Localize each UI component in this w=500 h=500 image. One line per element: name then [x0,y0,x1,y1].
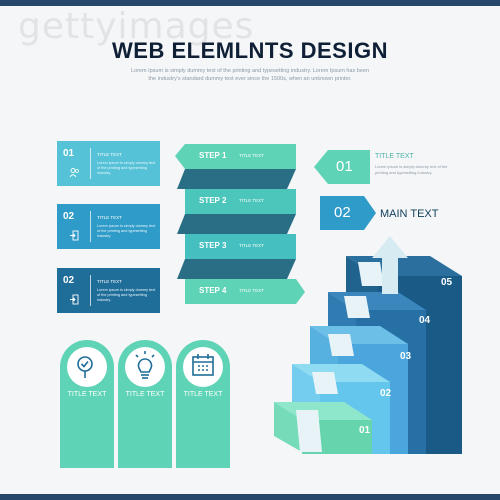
stair-number-3: 03 [400,351,412,362]
step-1-label: STEP 1 [199,151,227,160]
step-3-label: STEP 3 [199,241,227,250]
door-icon [69,230,80,241]
card-title: TITLE TEXT [97,152,122,157]
pill-2-title: TITLE TEXT [125,391,165,398]
stairs-graphic [274,236,462,454]
card-number: 01 [63,148,75,159]
card-desc: Lorem ipsum is simply dummy text of the … [97,288,156,302]
pill-cards [60,340,230,468]
step-2-label: STEP 2 [199,196,227,205]
page-subtitle: Lorem Ipsum is simply dummy text of the … [90,67,410,83]
step-2-title: TITLE TEXT [239,198,264,203]
info-card-3: 02 TITLE TEXT Lorem ipsum is simply dumm… [57,268,160,313]
stair-number-2: 02 [380,388,392,399]
card-title: TITLE TEXT [97,279,122,284]
stair-number-1: 01 [359,425,371,436]
card-divider [90,211,91,242]
card-desc: Lorem ipsum is simply dummy text of the … [97,224,156,238]
subtitle-line-1: Lorem Ipsum is simply dummy text of the … [130,68,370,74]
door-icon [69,294,80,305]
step-4-label: STEP 4 [199,286,227,295]
page-title: WEB ELEMLNTS DESIGN [112,38,388,63]
stair-number-5: 05 [441,277,453,288]
arrow-tag-2-label: MAIN TEXT [380,208,439,220]
step-4-title: TITLE TEXT [239,288,264,293]
lightbulb-icon [135,351,155,379]
card-desc: Lorem ipsum is simply dummy text of the … [97,161,156,175]
step-3-title: TITLE TEXT [239,243,264,248]
step-band-3 [185,234,296,259]
arrow-tag-1 [314,150,370,184]
info-card-2: 02 TITLE TEXT Lorem ipsum is simply dumm… [57,204,160,249]
calendar-icon [192,354,214,376]
subtitle-line-2: the industry's standard dummy text ever … [148,76,352,82]
arrow-tag-1-title: TITLE TEXT [375,153,414,160]
step-band-1 [175,144,296,169]
arrow-tag-1-number: 01 [336,158,353,175]
arrow-tag-1-desc: Lorem ipsum is simply dummy text of the … [375,164,448,175]
arrow-tag-2 [320,196,376,230]
ribbon-fold-1 [177,169,296,189]
card-title: TITLE TEXT [97,215,122,220]
watermark: gettyimages [18,6,255,47]
card-number: 02 [63,211,75,222]
pill-1-title: TITLE TEXT [67,391,107,398]
up-arrow [372,236,408,294]
bottom-bar [0,494,500,500]
step-band-2 [185,189,296,214]
step-1-title: TITLE TEXT [239,153,264,158]
stair-number-4: 04 [419,315,431,326]
card-number: 02 [63,275,75,286]
users-icon [69,167,80,178]
card-divider [90,148,91,179]
top-bar [0,0,500,6]
magnifier-icon [77,356,93,378]
pill-3-title: TITLE TEXT [183,391,223,398]
step-band-4 [185,279,305,304]
arrow-tag-2-number: 02 [334,204,351,221]
step-ribbon [175,144,305,304]
card-divider [90,275,91,306]
info-card-1: 01 TITLE TEXT Lorem ipsum is simply dumm… [57,141,160,186]
ribbon-fold-2 [177,214,296,234]
ribbon-fold-3 [177,259,296,279]
